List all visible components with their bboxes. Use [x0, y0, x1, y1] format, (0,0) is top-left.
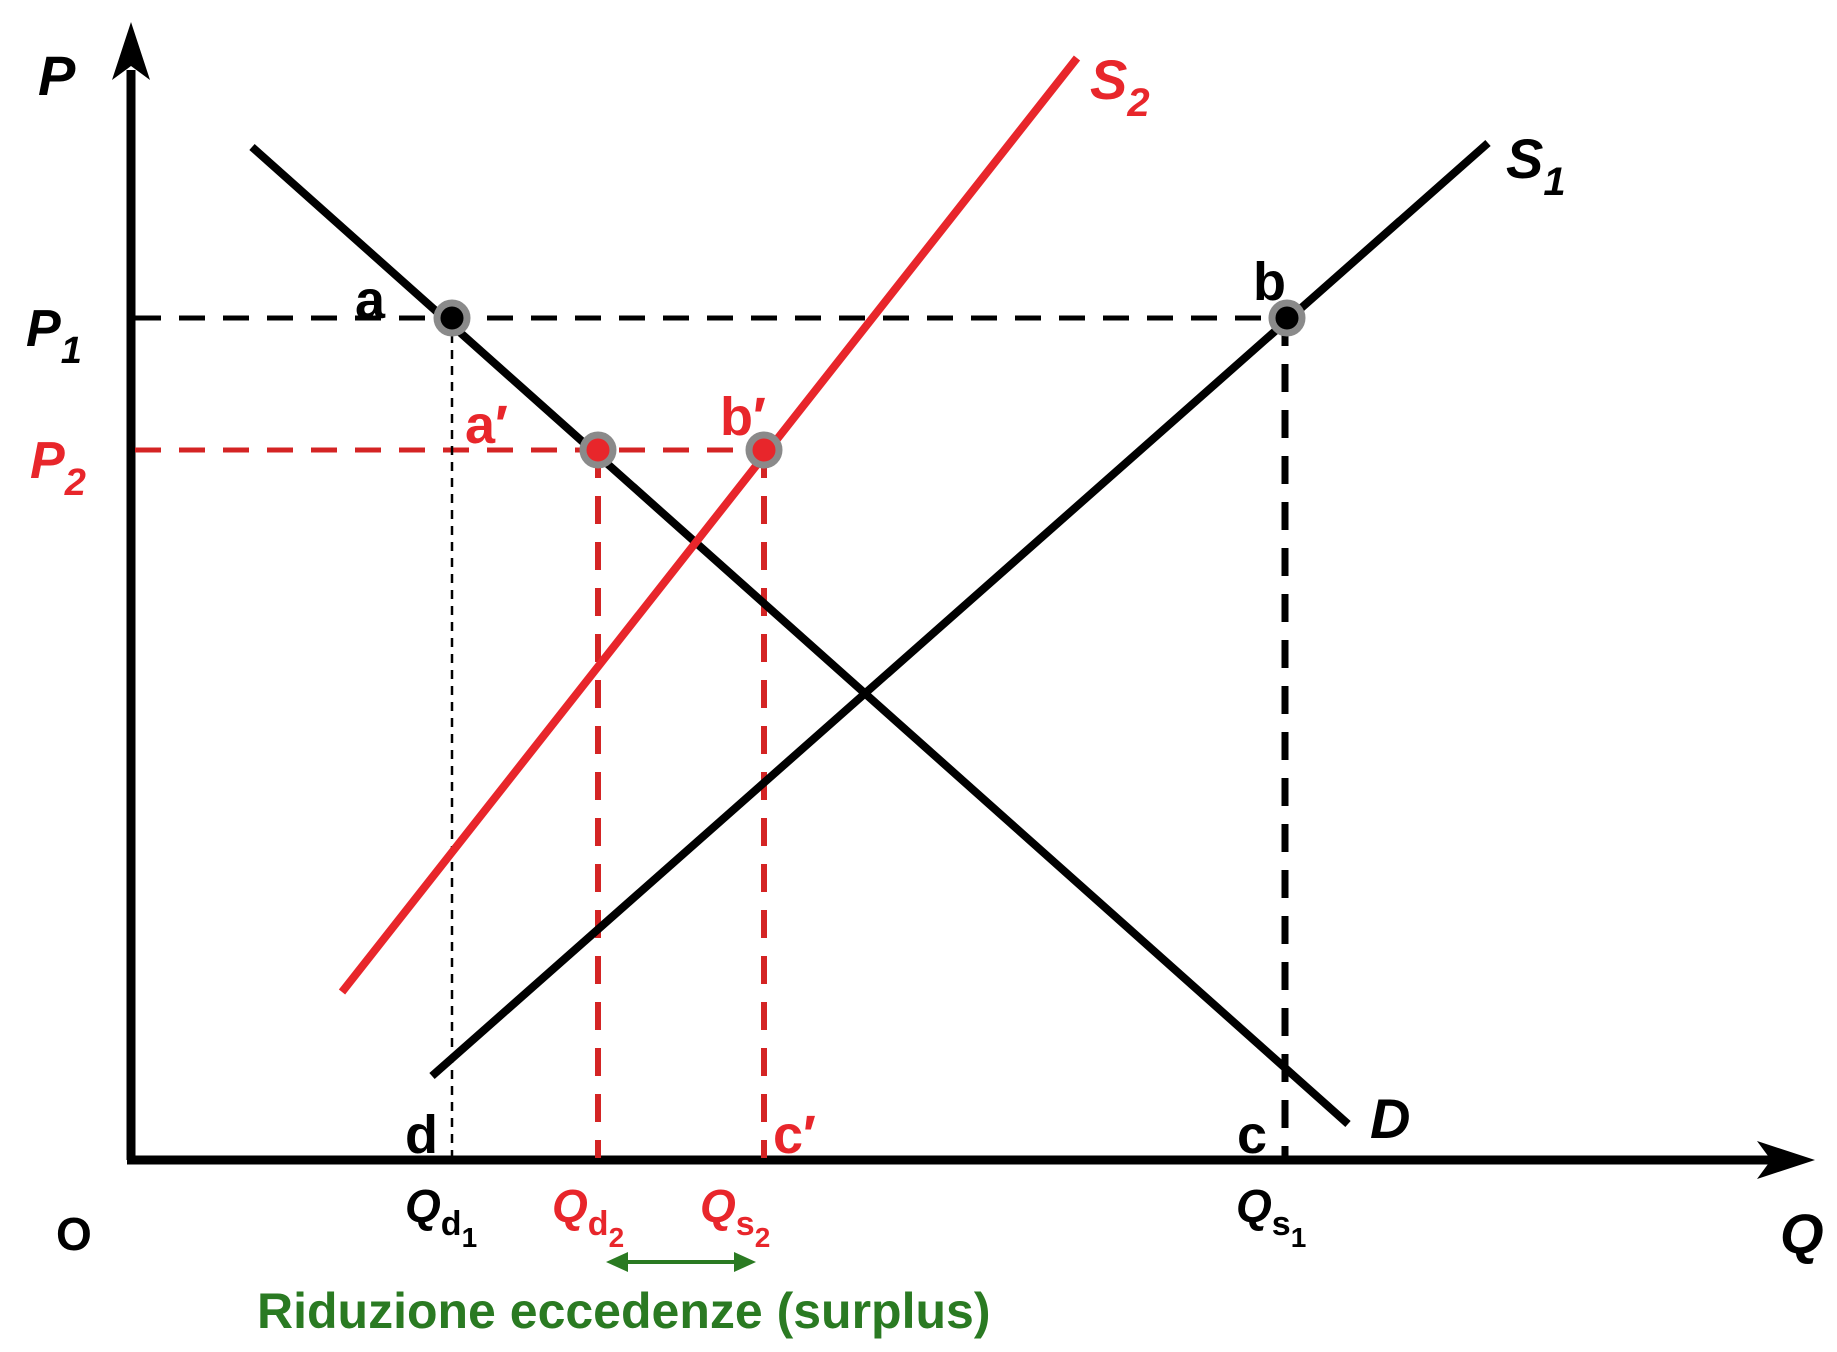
- supply-curve-s2: [338, 55, 1081, 995]
- demand-curve: [249, 144, 1351, 1127]
- point-b-marker: [1268, 299, 1306, 337]
- supply-curve-s1: [429, 140, 1491, 1079]
- surplus-arrow-left-head: [606, 1252, 628, 1272]
- point-b-label: b: [1253, 252, 1286, 312]
- surplus-arrow-right-head: [734, 1252, 756, 1272]
- qs2-label: Qs2: [700, 1180, 770, 1253]
- p2-label: P2: [30, 432, 86, 504]
- s2-label: S2: [1090, 48, 1150, 125]
- y-axis-label: P: [38, 44, 76, 107]
- point-a-marker: [433, 299, 471, 337]
- demand-label: D: [1370, 1087, 1410, 1150]
- surplus-reduction-label: Riduzione eccedenze (surplus): [257, 1283, 990, 1339]
- point-b-prime-marker: [745, 431, 783, 469]
- point-b-prime-label: b′: [720, 387, 766, 447]
- point-a-prime-marker: [579, 431, 617, 469]
- x-axis-arrowhead: [1757, 1141, 1815, 1179]
- s1-label: S1: [1506, 127, 1566, 204]
- point-c-prime-label: c′: [773, 1105, 816, 1165]
- p1-label: P1: [26, 300, 82, 372]
- point-d-label: d: [405, 1105, 438, 1165]
- point-a-label: a: [355, 270, 386, 330]
- qd2-label: Qd2: [552, 1180, 624, 1253]
- x-axis-label: Q: [1780, 1202, 1824, 1265]
- point-c-label: c: [1237, 1105, 1267, 1165]
- y-axis-arrowhead: [112, 22, 150, 80]
- origin-label: O: [56, 1208, 92, 1260]
- qs1-label: Qs1: [1236, 1180, 1306, 1253]
- qd1-label: Qd1: [405, 1180, 477, 1253]
- point-a-prime-label: a′: [465, 395, 508, 455]
